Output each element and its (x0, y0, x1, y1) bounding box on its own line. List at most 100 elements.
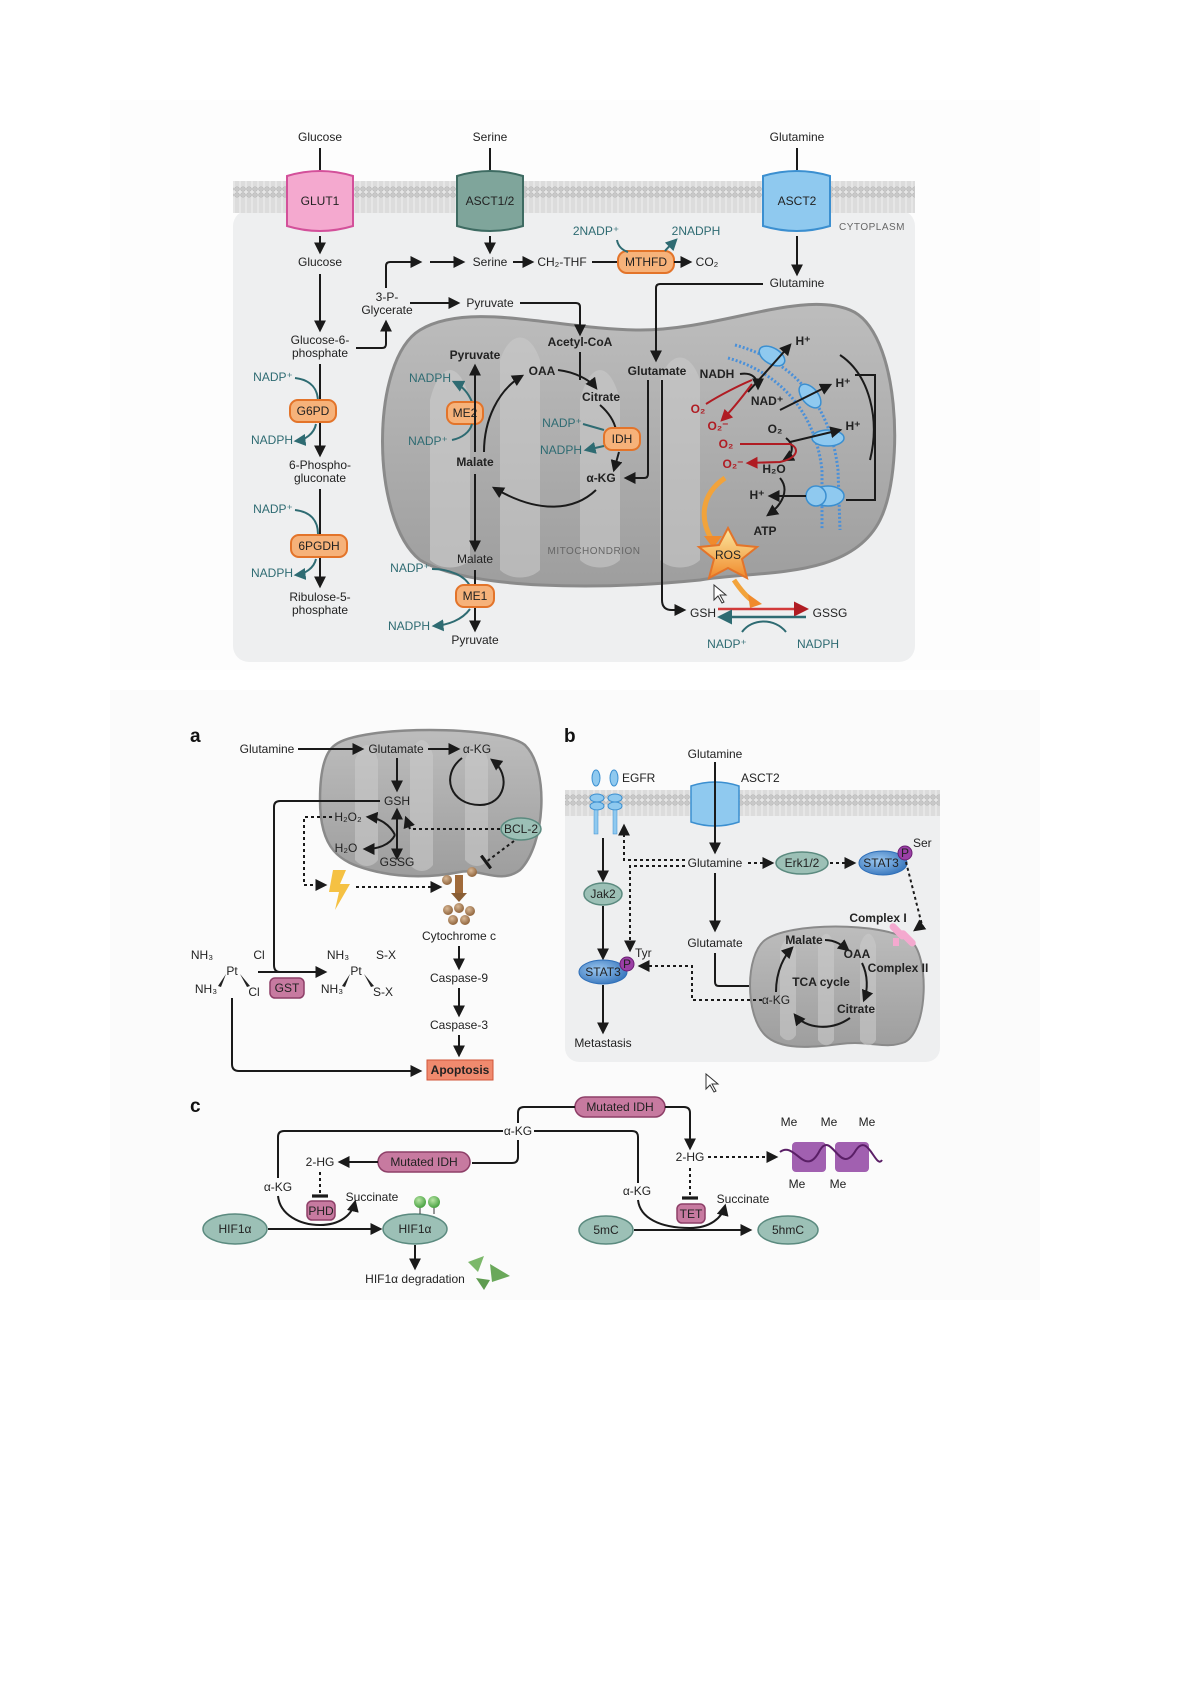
malate-mito: Malate (456, 455, 494, 469)
g6pd-label: G6PD (297, 404, 330, 418)
3pg-line1: 3-P- (376, 290, 399, 304)
o2-c: O₂ (768, 422, 783, 436)
a-glutamine: Glutamine (240, 742, 295, 756)
co2: CO₂ (696, 255, 719, 269)
nadph-g6pd: NADPH (251, 433, 293, 447)
p-badge-ser: P (901, 846, 909, 860)
me1-label: ME1 (463, 589, 488, 603)
b-glutamate: Glutamate (687, 936, 743, 950)
tet-enzyme: TET (676, 1203, 706, 1224)
akg-left-c: α-KG (264, 1180, 292, 1194)
ros-star: ROS (696, 525, 760, 580)
serine-input-label: Serine (473, 130, 508, 144)
o2-a: O₂ (691, 402, 706, 416)
me-3: Me (859, 1115, 876, 1129)
r5p-line1: Ribulose-5- (289, 590, 350, 604)
phd-label: PHD (308, 1204, 334, 1218)
cursor-icon (713, 583, 728, 604)
nadph-6pgdh: NADPH (251, 566, 293, 580)
panel-c-label: c (190, 1096, 201, 1117)
gst-label: GST (275, 981, 300, 995)
succinate-right: Succinate (717, 1192, 770, 1206)
complex1-icon (889, 923, 916, 947)
me2-enzyme: ME2 (446, 401, 484, 425)
b-glutamine-out: Glutamine (688, 747, 743, 761)
panel-b: b Glutamine EGFR ASCT2 Glutamine Erk1/2 (564, 726, 940, 1062)
akg-right-c: α-KG (623, 1184, 651, 1198)
nadp-gsh: NADP⁺ (707, 637, 747, 651)
o2-minus-b: O₂⁻ (723, 457, 744, 471)
glutamate-top: Glutamate (628, 364, 687, 378)
6pgdh-enzyme: 6PGDH (290, 534, 348, 558)
a-gsh: GSH (384, 794, 410, 808)
a-h2o: H₂O (335, 841, 358, 855)
ros-flow-arrow (701, 475, 727, 542)
b-citrate: Citrate (837, 1002, 875, 1016)
glut1-label: GLUT1 (301, 194, 340, 208)
cis-nh3-bottom: NH₃ (195, 982, 217, 996)
apoptosis-box: Apoptosis (426, 1059, 494, 1081)
a-akg: α-KG (463, 742, 491, 756)
stat3-ser-label: STAT3 (863, 856, 899, 870)
nad: NAD⁺ (751, 394, 783, 408)
serine-cyto: Serine (473, 255, 508, 269)
erk-protein: Erk1/2 (775, 851, 829, 875)
bcl2-protein: BCL-2 (500, 817, 542, 841)
mitochondrion-label: MITOCHONDRION (548, 546, 641, 557)
hg-right: 2-HG (676, 1150, 705, 1164)
complex2-label: Complex II (868, 961, 929, 975)
hif-degradation: HIF1α degradation (365, 1272, 465, 1286)
mutated-idh-left-label: Mutated IDH (390, 1155, 457, 1169)
stat3-tyr-protein: STAT3 P (578, 956, 635, 985)
nadp-me2: NADP⁺ (408, 434, 448, 448)
mutated-idh-top-label: Mutated IDH (586, 1100, 653, 1114)
o2-b: O₂ (719, 437, 734, 451)
egfr-label: EGFR (622, 771, 656, 785)
hif1a-protein: HIF1α (202, 1213, 268, 1245)
nadp-me1: NADP⁺ (390, 561, 430, 575)
citrate-top: Citrate (582, 390, 620, 404)
h-plus-4: H⁺ (750, 488, 765, 502)
hif1a-hydroxylated: HIF1α (382, 1196, 448, 1245)
a-caspase3: Caspase-3 (430, 1018, 488, 1032)
oaa-top: OAA (529, 364, 556, 378)
nadph-me2: NADPH (409, 371, 451, 385)
pyruvate-out: Pyruvate (451, 633, 499, 647)
g6pd-enzyme: G6PD (289, 399, 337, 423)
nadp-g6pd: NADP⁺ (253, 370, 293, 384)
6pgdh-label: 6PGDH (298, 539, 339, 553)
nadph-idh: NADPH (540, 443, 582, 457)
g6p-line2: phosphate (292, 346, 348, 360)
b-glutamine-in: Glutamine (688, 856, 743, 870)
cis-nh3-top: NH₃ (191, 948, 213, 962)
asct2-transporter: ASCT2 (762, 170, 831, 232)
tca-cycle-label: TCA cycle (792, 975, 850, 989)
tyr-label: Tyr (635, 946, 652, 960)
me-5: Me (830, 1177, 847, 1191)
hif1a-oh-label: HIF1α (399, 1222, 432, 1236)
glutamine-input-label: Glutamine (770, 130, 825, 144)
me-1: Me (781, 1115, 798, 1129)
top-panel: Glucose Serine Glutamine GLUT1 ASCT1/2 A… (110, 100, 1040, 670)
akg-top-c: α-KG (504, 1124, 532, 1138)
glut1-transporter: GLUT1 (286, 170, 354, 232)
nadp-idh: NADP⁺ (542, 416, 582, 430)
2nadph: 2NADPH (672, 224, 721, 238)
ser-label: Ser (913, 836, 932, 850)
erk-label: Erk1/2 (785, 856, 820, 870)
mutated-idh-top: Mutated IDH (574, 1096, 666, 1118)
h-plus-3: H⁺ (846, 419, 861, 433)
cis-cl-top: Cl (253, 948, 264, 962)
me1-enzyme: ME1 (455, 584, 495, 608)
a-caspase9: Caspase-9 (430, 971, 488, 985)
gssg: GSSG (813, 606, 848, 620)
gsh: GSH (690, 606, 716, 620)
me2-label: ME2 (453, 406, 478, 420)
h-plus-2: H⁺ (836, 376, 851, 390)
r5p-line2: phosphate (292, 603, 348, 617)
malate-cyto: Malate (457, 552, 493, 566)
stat3-tyr-label: STAT3 (585, 965, 621, 979)
cis-pt: Pt (226, 964, 238, 978)
conj-sx-bottom: S-X (373, 985, 393, 999)
conj-sx-top: S-X (376, 948, 396, 962)
